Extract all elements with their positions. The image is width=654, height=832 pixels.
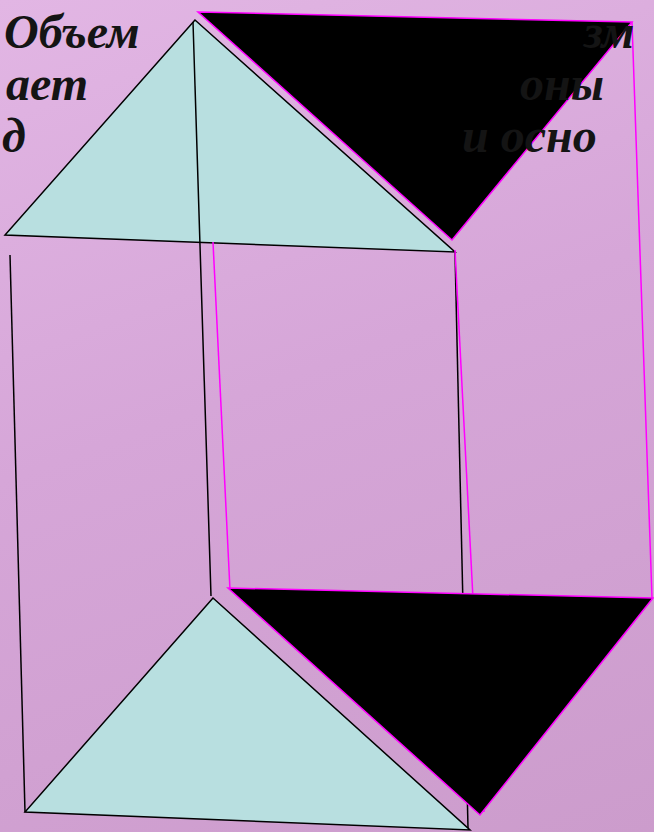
slide-text-fragment: оны — [520, 60, 604, 108]
prism-edge — [10, 255, 25, 812]
slide-text-fragment: Объем — [4, 8, 140, 56]
prism-edge — [213, 242, 230, 590]
slide-text-fragment: зм — [584, 8, 634, 56]
prism-edge — [193, 22, 211, 596]
slide-text-fragment: ает — [6, 60, 88, 108]
prism-top-base-dark — [198, 12, 632, 240]
prism-bottom-base-dark — [228, 588, 653, 815]
slide-text-fragment: и осно — [462, 112, 597, 160]
prism-edge — [632, 22, 652, 598]
slide-text-fragment: д — [2, 112, 26, 160]
